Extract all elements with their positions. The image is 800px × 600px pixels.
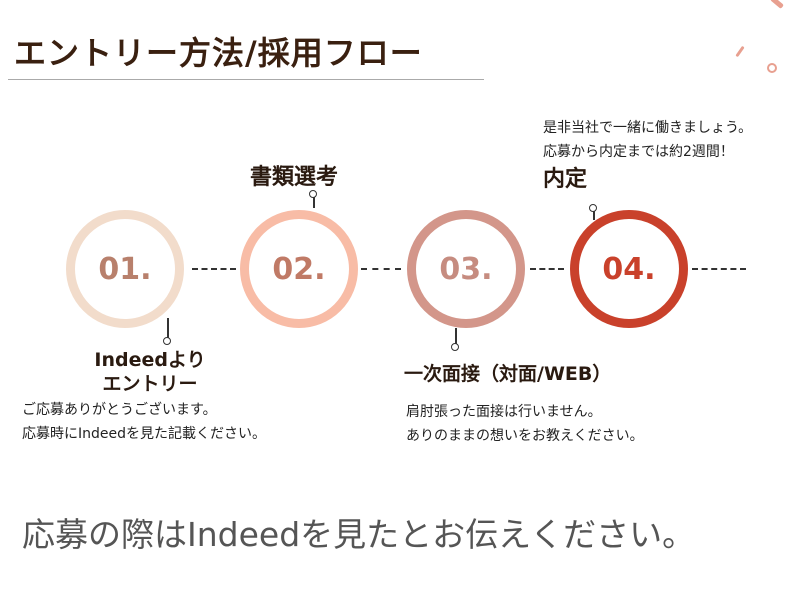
connector-line [361, 268, 401, 270]
step-3-label: 一次面接（対面/WEB） [404, 363, 612, 385]
step-1-label: Indeedより エントリー [80, 348, 220, 396]
title-divider [8, 79, 484, 80]
callout-stem [167, 318, 169, 338]
label-line: エントリー [102, 373, 198, 395]
callout-knob [451, 343, 459, 351]
decoration-circle [767, 63, 777, 73]
desc-line: 応募から内定までは約2週間！ [543, 144, 734, 160]
callout-knob [589, 204, 597, 212]
page-title: エントリー方法/採用フロー [14, 34, 423, 72]
callout-knob [309, 190, 317, 198]
step-number: 04. [602, 251, 656, 287]
decoration-dash [770, 0, 784, 9]
callout-stem [593, 210, 595, 220]
step-4-label: 内定 [543, 167, 588, 192]
callout-knob [163, 337, 171, 345]
desc-line: ご応募ありがとうございます。 [22, 402, 217, 418]
connector-line [692, 268, 746, 270]
step-1-description: ご応募ありがとうございます。 応募時にIndeedを見た記載ください。 [22, 398, 266, 446]
callout-stem [455, 328, 457, 346]
desc-line: 応募時にIndeedを見た記載ください。 [22, 426, 267, 442]
step-number: 03. [439, 251, 493, 287]
connector-line [192, 268, 236, 270]
step-number: 01. [98, 251, 152, 287]
step-4-description: 是非当社で一緒に働きましょう。 応募から内定までは約2週間！ [543, 116, 752, 164]
callout-stem [313, 196, 315, 208]
step-1-circle: 01. [66, 210, 184, 328]
footer-message: 応募の際はIndeedを見たとお伝えください。 [22, 515, 696, 554]
desc-line: 是非当社で一緒に働きましょう。 [543, 120, 753, 136]
connector-line [530, 268, 564, 270]
step-3-description: 肩肘張った面接は行いません。 ありのままの想いをお教えください。 [406, 400, 644, 448]
step-number: 02. [272, 251, 326, 287]
step-2-label: 書類選考 [250, 165, 339, 190]
decoration-dash [735, 45, 745, 58]
label-line: Indeedより [94, 349, 206, 371]
step-3-circle: 03. [407, 210, 525, 328]
desc-line: 肩肘張った面接は行いません。 [406, 404, 602, 420]
step-4-circle: 04. [570, 210, 688, 328]
step-2-circle: 02. [240, 210, 358, 328]
desc-line: ありのままの想いをお教えください。 [406, 428, 644, 444]
